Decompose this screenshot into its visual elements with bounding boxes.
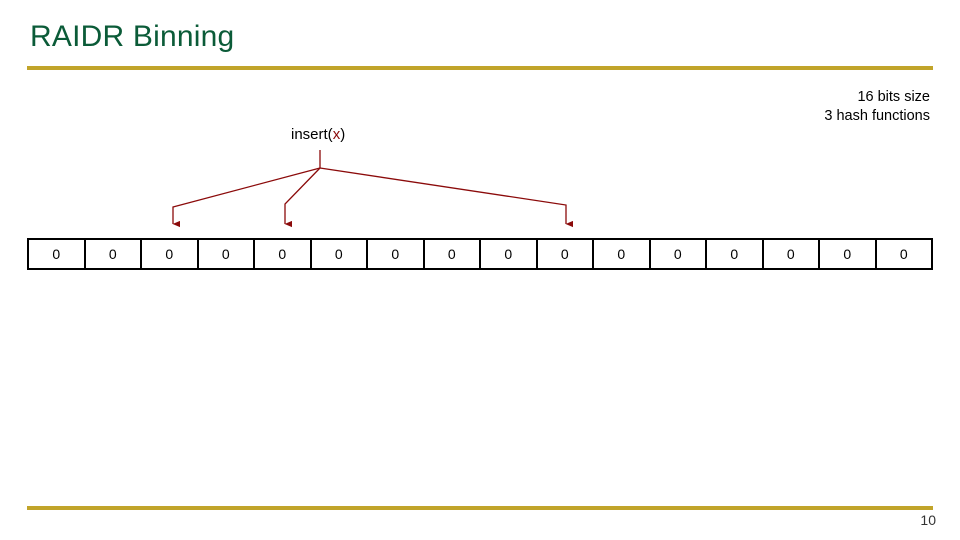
bit-cell[interactable]: 0 (312, 240, 368, 268)
bit-cell[interactable]: 0 (764, 240, 820, 268)
bloom-filter-bit-array: 0 0 0 0 0 0 0 0 0 0 0 0 0 0 0 0 (27, 238, 933, 270)
bit-cell[interactable]: 0 (820, 240, 877, 268)
bit-cell[interactable]: 0 (86, 240, 142, 268)
bit-cell[interactable]: 0 (142, 240, 199, 268)
page-title: RAIDR Binning (30, 20, 235, 53)
bit-cell[interactable]: 0 (481, 240, 538, 268)
hash-arrow-2 (284, 167, 321, 228)
hash-arrow-1 (172, 167, 321, 228)
bit-cell[interactable]: 0 (425, 240, 481, 268)
bit-cell[interactable]: 0 (29, 240, 86, 268)
hash-arrow-3 (319, 167, 574, 228)
bit-cell[interactable]: 0 (368, 240, 425, 268)
bit-cell[interactable]: 0 (538, 240, 594, 268)
insert-label-suffix: ) (340, 126, 346, 143)
title-divider-rule (27, 66, 933, 70)
bit-cell[interactable]: 0 (594, 240, 651, 268)
page-number: 10 (920, 512, 936, 528)
bit-cell[interactable]: 0 (707, 240, 764, 268)
bloom-filter-parameters-note: 16 bits size 3 hash functions (824, 88, 930, 126)
footer-divider-rule (27, 506, 933, 510)
insert-label-variable: x (332, 126, 341, 143)
bit-cell[interactable]: 0 (651, 240, 707, 268)
insert-label-prefix: insert( (291, 126, 333, 143)
bit-cell[interactable]: 0 (199, 240, 255, 268)
annotation-line-hash-functions: 3 hash functions (824, 108, 930, 124)
bit-cell[interactable]: 0 (899, 246, 908, 262)
bit-cell[interactable]: 0 (255, 240, 312, 268)
insert-operation-label: insert(x) (291, 126, 345, 143)
annotation-line-size: 16 bits size (857, 89, 930, 105)
